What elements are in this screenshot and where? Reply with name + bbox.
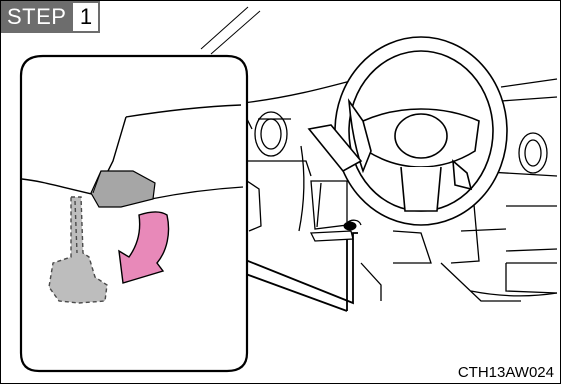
lever-location-marker: [344, 222, 356, 230]
figure-code: CTH13AW024: [458, 364, 554, 381]
closeup-callout: [21, 56, 247, 371]
callout-connector: [243, 233, 358, 311]
steering-wheel: [309, 37, 507, 225]
step-number: 1: [73, 1, 100, 33]
windshield-lines: [201, 7, 260, 54]
step-label: STEP: [1, 1, 73, 33]
step-badge: STEP 1: [1, 1, 100, 33]
